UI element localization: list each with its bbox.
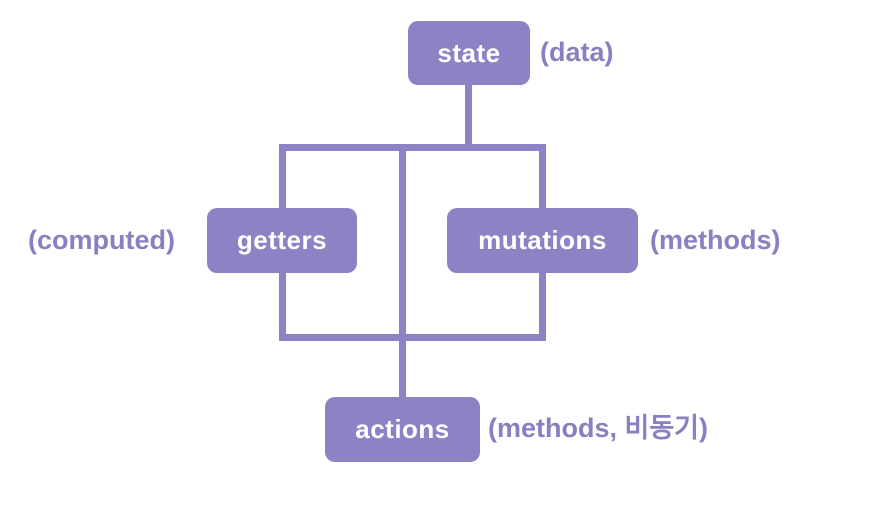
- annotation-mutations: (methods): [650, 225, 781, 255]
- connector-bottom-bus: [279, 334, 546, 341]
- node-actions-label: actions: [355, 414, 450, 444]
- connector-state-down: [465, 83, 472, 151]
- annotation-getters: (computed): [28, 225, 175, 255]
- node-mutations-label: mutations: [478, 225, 607, 255]
- connector-top-bus: [279, 144, 546, 151]
- annotation-actions: (methods, 비동기): [488, 413, 709, 443]
- node-state-label: state: [437, 37, 501, 68]
- annotation-state: (data): [540, 37, 614, 67]
- node-actions: actions: [325, 397, 480, 462]
- node-mutations: mutations: [447, 208, 638, 273]
- node-getters-label: getters: [236, 225, 328, 255]
- connector-center-trunk: [399, 144, 406, 400]
- node-getters: getters: [207, 208, 357, 273]
- node-state: state: [408, 21, 530, 85]
